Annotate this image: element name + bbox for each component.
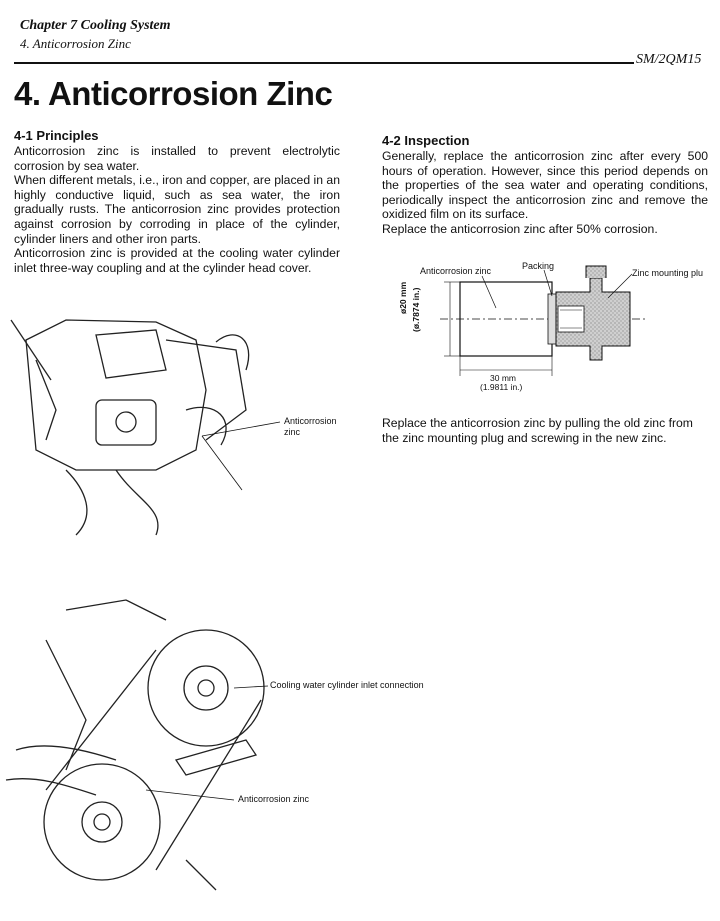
principles-paragraph-1: Anticorrosion zinc is installed to preve…: [14, 144, 340, 173]
zinc-diagram: Anticorrosion zinc Packing Zinc mounting…: [398, 258, 718, 398]
section-header: 4. Anticorrosion Zinc: [20, 36, 131, 51]
header-rule: [14, 62, 634, 64]
principles-paragraph-2: When different metals, i.e., iron and co…: [14, 173, 340, 246]
thread-bore: [557, 305, 585, 333]
diameter-mm-label: ø20 mm: [398, 281, 408, 314]
plug-hex-top: [585, 265, 607, 278]
engine-drawing-1: [10, 319, 281, 536]
inspection-replace-text: Replace the anticorrosion zinc by pullin…: [382, 416, 693, 445]
zinc-diagram-drawing: [440, 265, 645, 376]
principles-text: Anticorrosion zinc is installed to preve…: [14, 144, 340, 275]
engine-figure-2: Cooling water cylinder inlet connection …: [5, 590, 466, 900]
inspection-paragraph-1: Generally, replace the anticorrosion zin…: [382, 149, 708, 222]
length-in-label: (1.9811 in.): [480, 382, 523, 392]
engine-figure-1: Anticorrosion zinc: [6, 300, 351, 540]
chapter-header: Chapter 7 Cooling System: [20, 18, 171, 33]
zinc-label: Anticorrosion zinc: [420, 266, 492, 276]
engine-drawing-2: [5, 599, 269, 891]
inspection-text: Generally, replace the anticorrosion zin…: [382, 149, 708, 237]
packing-label: Packing: [522, 261, 555, 271]
figure1-label-line2: zinc: [284, 427, 301, 437]
principles-heading: 4-1 Principles: [14, 128, 99, 143]
page-title: 4. Anticorrosion Zinc: [14, 75, 333, 112]
packing-shape: [547, 293, 557, 345]
inspection-heading: 4-2 Inspection: [382, 133, 470, 148]
figure2-zinc-label: Anticorrosion zinc: [238, 794, 310, 804]
inspection-paragraph-2: Replace the anticorrosion zinc after 50%…: [382, 221, 658, 236]
length-mm-label: 30 mm: [490, 373, 516, 383]
principles-paragraph-3: Anticorrosion zinc is provided at the co…: [14, 246, 340, 275]
figure2-inlet-label: Cooling water cylinder inlet connection: [270, 680, 424, 690]
diameter-in-label: (ø.7874 in.): [411, 287, 421, 332]
figure1-label-line1: Anticorrosion: [284, 416, 337, 426]
model-code: SM/2QM15: [636, 52, 702, 67]
plug-label: Zinc mounting plu: [632, 268, 704, 278]
